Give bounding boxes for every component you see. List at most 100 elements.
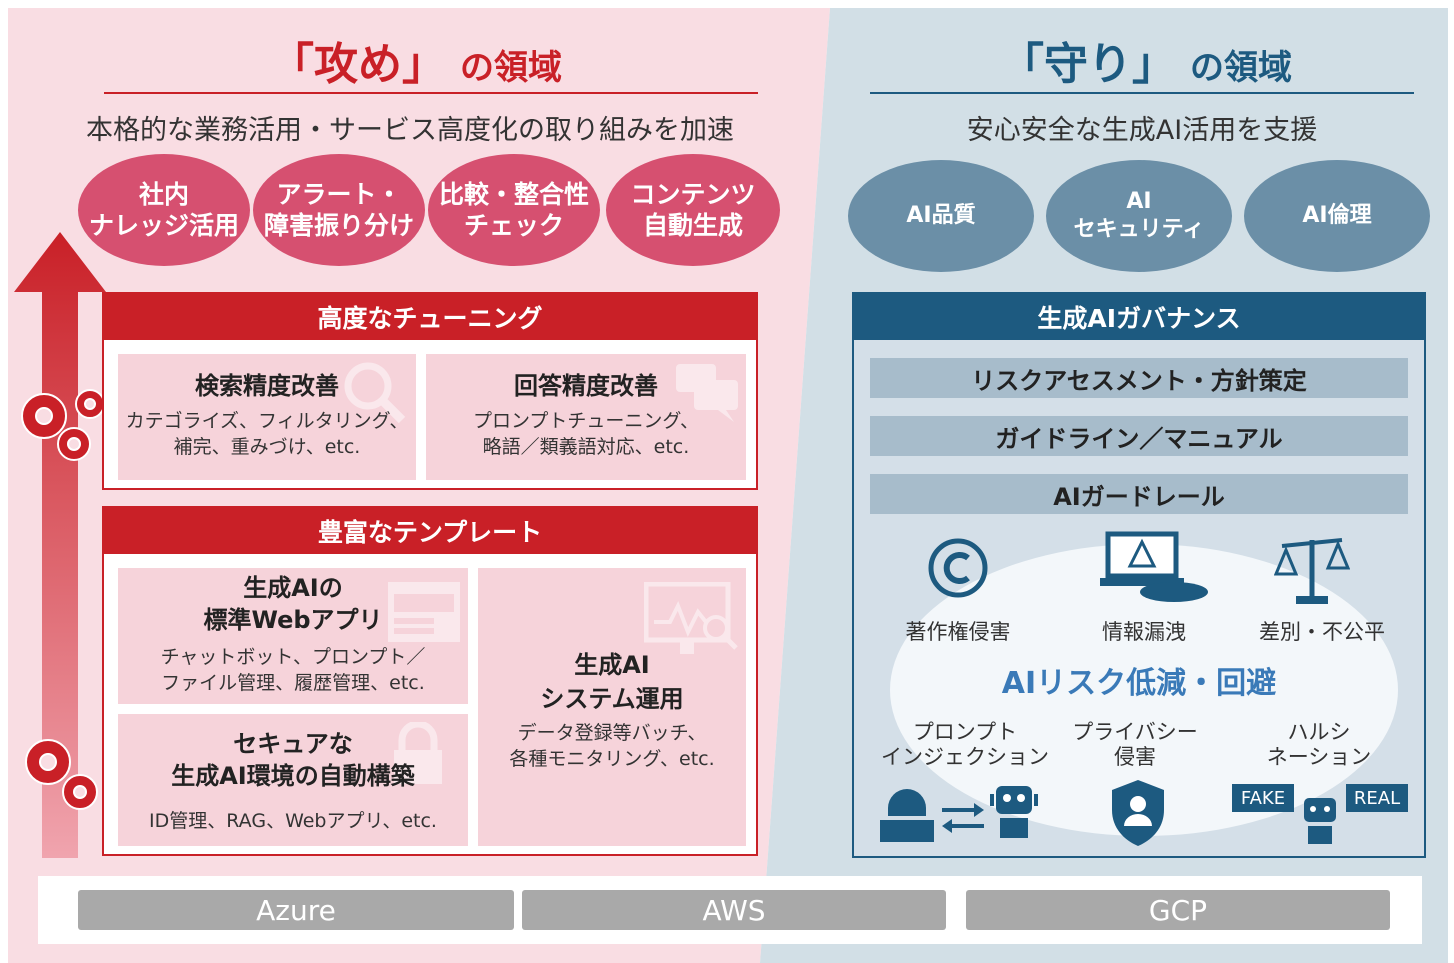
shield-person-icon: [1112, 780, 1164, 846]
risk-hallucination-line2: ネーション: [1266, 745, 1372, 769]
oval-compare-line2: チェック: [463, 211, 564, 240]
platform-gcp: GCP: [966, 890, 1390, 930]
card-webapp-desc1: チャットボット、プロンプト／: [160, 646, 426, 668]
risk-cloud: [890, 544, 1398, 836]
governance-box: 生成AIガバナンス リスクアセスメント・方針策定 ガイドライン／マニュアル AI…: [852, 292, 1426, 858]
search-icon: [344, 362, 406, 424]
tuning-box: 高度なチューニング 検索精度改善 カテゴライズ、フィルタリング、 補完、重みづけ…: [102, 292, 758, 490]
card-webapp-desc: チャットボット、プロンプト／ ファイル管理、履歴管理、etc.: [118, 644, 468, 696]
oval-content-line2: 自動生成: [642, 211, 743, 240]
oval-compare: 比較・整合性チェック: [428, 154, 600, 266]
platform-aws: AWS: [522, 890, 946, 930]
hacker-icon: [880, 789, 934, 842]
card-search-desc: カテゴライズ、フィルタリング、 補完、重みづけ、etc.: [118, 408, 416, 460]
risk-hallucination-line1: ハルシ: [1287, 720, 1351, 744]
card-system-ops: 生成AI システム運用 データ登録等バッチ、 各種モニタリング、etc.: [478, 568, 746, 846]
card-answer-accuracy: 回答精度改善 プロンプトチューニング、 略語／類義語対応、etc.: [426, 354, 746, 480]
laptop-warning-icon: [1100, 531, 1208, 602]
robot-icon: [1304, 798, 1336, 844]
governance-item-guardrail: AIガードレール: [870, 474, 1408, 514]
card-webapp-title1: 生成AIの: [243, 574, 343, 602]
card-answer-title: 回答精度改善: [514, 372, 658, 400]
risk-copyright-label: 著作権侵害: [905, 620, 1011, 644]
oval-content: コンテンツ自動生成: [606, 154, 780, 266]
card-search-title: 検索精度改善: [195, 372, 339, 400]
attack-title-suffix: の領域: [460, 48, 562, 88]
attack-title-bracket: 「攻め」: [270, 39, 446, 90]
defense-title: 「守り」の領域: [1000, 28, 1292, 90]
defense-subtitle: 安心安全な生成AI活用を支援: [966, 115, 1318, 146]
oval-ai-security-line1: AI: [1126, 189, 1152, 214]
oval-ai-ethics-label: AI倫理: [1302, 203, 1372, 228]
card-ops-desc: データ登録等バッチ、 各種モニタリング、etc.: [478, 720, 746, 772]
web-page-icon: [388, 582, 460, 642]
chat-icon: [676, 364, 738, 422]
card-search-desc1: カテゴライズ、フィルタリング、: [125, 410, 409, 432]
card-webapp: 生成AIの 標準Webアプリ チャットボット、プロンプト／ ファイル管理、履歴管…: [118, 568, 468, 704]
card-ops-title: 生成AI システム運用: [478, 648, 746, 716]
card-ops-title2: システム運用: [540, 685, 684, 713]
card-webapp-title: 生成AIの 標準Webアプリ: [118, 572, 468, 636]
risk-injection-line2: インジェクション: [881, 745, 1049, 769]
card-webapp-title2: 標準Webアプリ: [203, 606, 383, 634]
real-tag: REAL: [1346, 784, 1408, 812]
defense-title-suffix: の領域: [1190, 48, 1292, 88]
risk-hallucination-label: ハルシ ネーション: [1234, 720, 1404, 770]
card-secure-title1: セキュアな: [233, 730, 353, 758]
card-secure-title: セキュアな 生成AI環境の自動構築: [118, 728, 468, 792]
tuning-header: 高度なチューニング: [104, 294, 756, 340]
lock-icon: [394, 722, 442, 784]
attack-subtitle: 本格的な業務活用・サービス高度化の取り組みを加速: [86, 115, 734, 146]
attack-title-underline: [104, 92, 758, 94]
defense-title-underline: [870, 92, 1414, 94]
card-answer-desc: プロンプトチューニング、 略語／類義語対応、etc.: [426, 408, 746, 460]
card-search-desc2: 補完、重みづけ、etc.: [173, 436, 361, 458]
governance-item-risk-assessment: リスクアセスメント・方針策定: [870, 358, 1408, 398]
attack-title: 「攻め」の領域: [270, 28, 562, 90]
governance-item-guideline: ガイドライン／マニュアル: [870, 416, 1408, 456]
card-secure-title2: 生成AI環境の自動構築: [171, 762, 415, 790]
oval-alert-line2: 障害振り分け: [263, 211, 414, 240]
oval-content-line1: コンテンツ: [630, 180, 756, 209]
platform-azure: Azure: [78, 890, 514, 930]
gear-icon: [25, 739, 98, 810]
oval-alert: アラート・障害振り分け: [253, 154, 425, 266]
templates-box: 豊富なテンプレート 生成AIの 標準Webアプリ チャットボット、プロンプト／ …: [102, 506, 758, 856]
defense-title-bracket: 「守り」: [1000, 39, 1176, 90]
templates-header: 豊富なテンプレート: [104, 508, 756, 554]
card-ops-title1: 生成AI: [574, 651, 650, 679]
card-answer-desc1: プロンプトチューニング、: [472, 410, 700, 432]
scales-icon: [1274, 538, 1350, 604]
oval-knowledge: 社内ナレッジ活用: [78, 154, 250, 266]
oval-ai-quality-label: AI品質: [906, 203, 976, 228]
copyright-icon: [928, 538, 988, 598]
risk-bias-label: 差別・不公平: [1259, 620, 1385, 644]
card-ops-desc1: データ登録等バッチ、: [517, 722, 707, 744]
oval-ai-security: AI セキュリティ: [1046, 160, 1232, 272]
monitor-chart-icon: [644, 582, 738, 654]
gear-icon: [21, 389, 105, 461]
risk-privacy-label: プライバシー 侵害: [1050, 720, 1220, 770]
oval-ai-security-line2: セキュリティ: [1073, 217, 1205, 242]
oval-knowledge-line1: 社内: [138, 180, 189, 209]
risk-privacy-line2: 侵害: [1114, 745, 1156, 769]
oval-ai-ethics: AI倫理: [1244, 160, 1430, 272]
arrow-up-icon: [14, 232, 106, 858]
risk-injection-line1: プロンプト: [912, 720, 1018, 744]
governance-header: 生成AIガバナンス: [854, 294, 1424, 340]
oval-compare-line1: 比較・整合性: [438, 180, 589, 209]
card-secure-desc: ID管理、RAG、Webアプリ、etc.: [149, 810, 437, 832]
card-search-accuracy: 検索精度改善 カテゴライズ、フィルタリング、 補完、重みづけ、etc.: [118, 354, 416, 480]
fake-tag: FAKE: [1232, 784, 1294, 812]
arrows-exchange-icon: [942, 803, 984, 833]
robot-icon: [990, 786, 1038, 838]
card-answer-desc2: 略語／類義語対応、etc.: [482, 436, 690, 458]
oval-alert-line1: アラート・: [276, 180, 402, 209]
oval-ai-quality: AI品質: [848, 160, 1034, 272]
card-webapp-desc2: ファイル管理、履歴管理、etc.: [161, 672, 425, 694]
card-ops-desc2: 各種モニタリング、etc.: [509, 748, 715, 770]
oval-knowledge-line2: ナレッジ活用: [88, 211, 239, 240]
risk-privacy-line1: プライバシー: [1072, 720, 1198, 744]
risk-injection-label: プロンプト インジェクション: [860, 720, 1070, 770]
card-secure-env: セキュアな 生成AI環境の自動構築 ID管理、RAG、Webアプリ、etc.: [118, 714, 468, 846]
